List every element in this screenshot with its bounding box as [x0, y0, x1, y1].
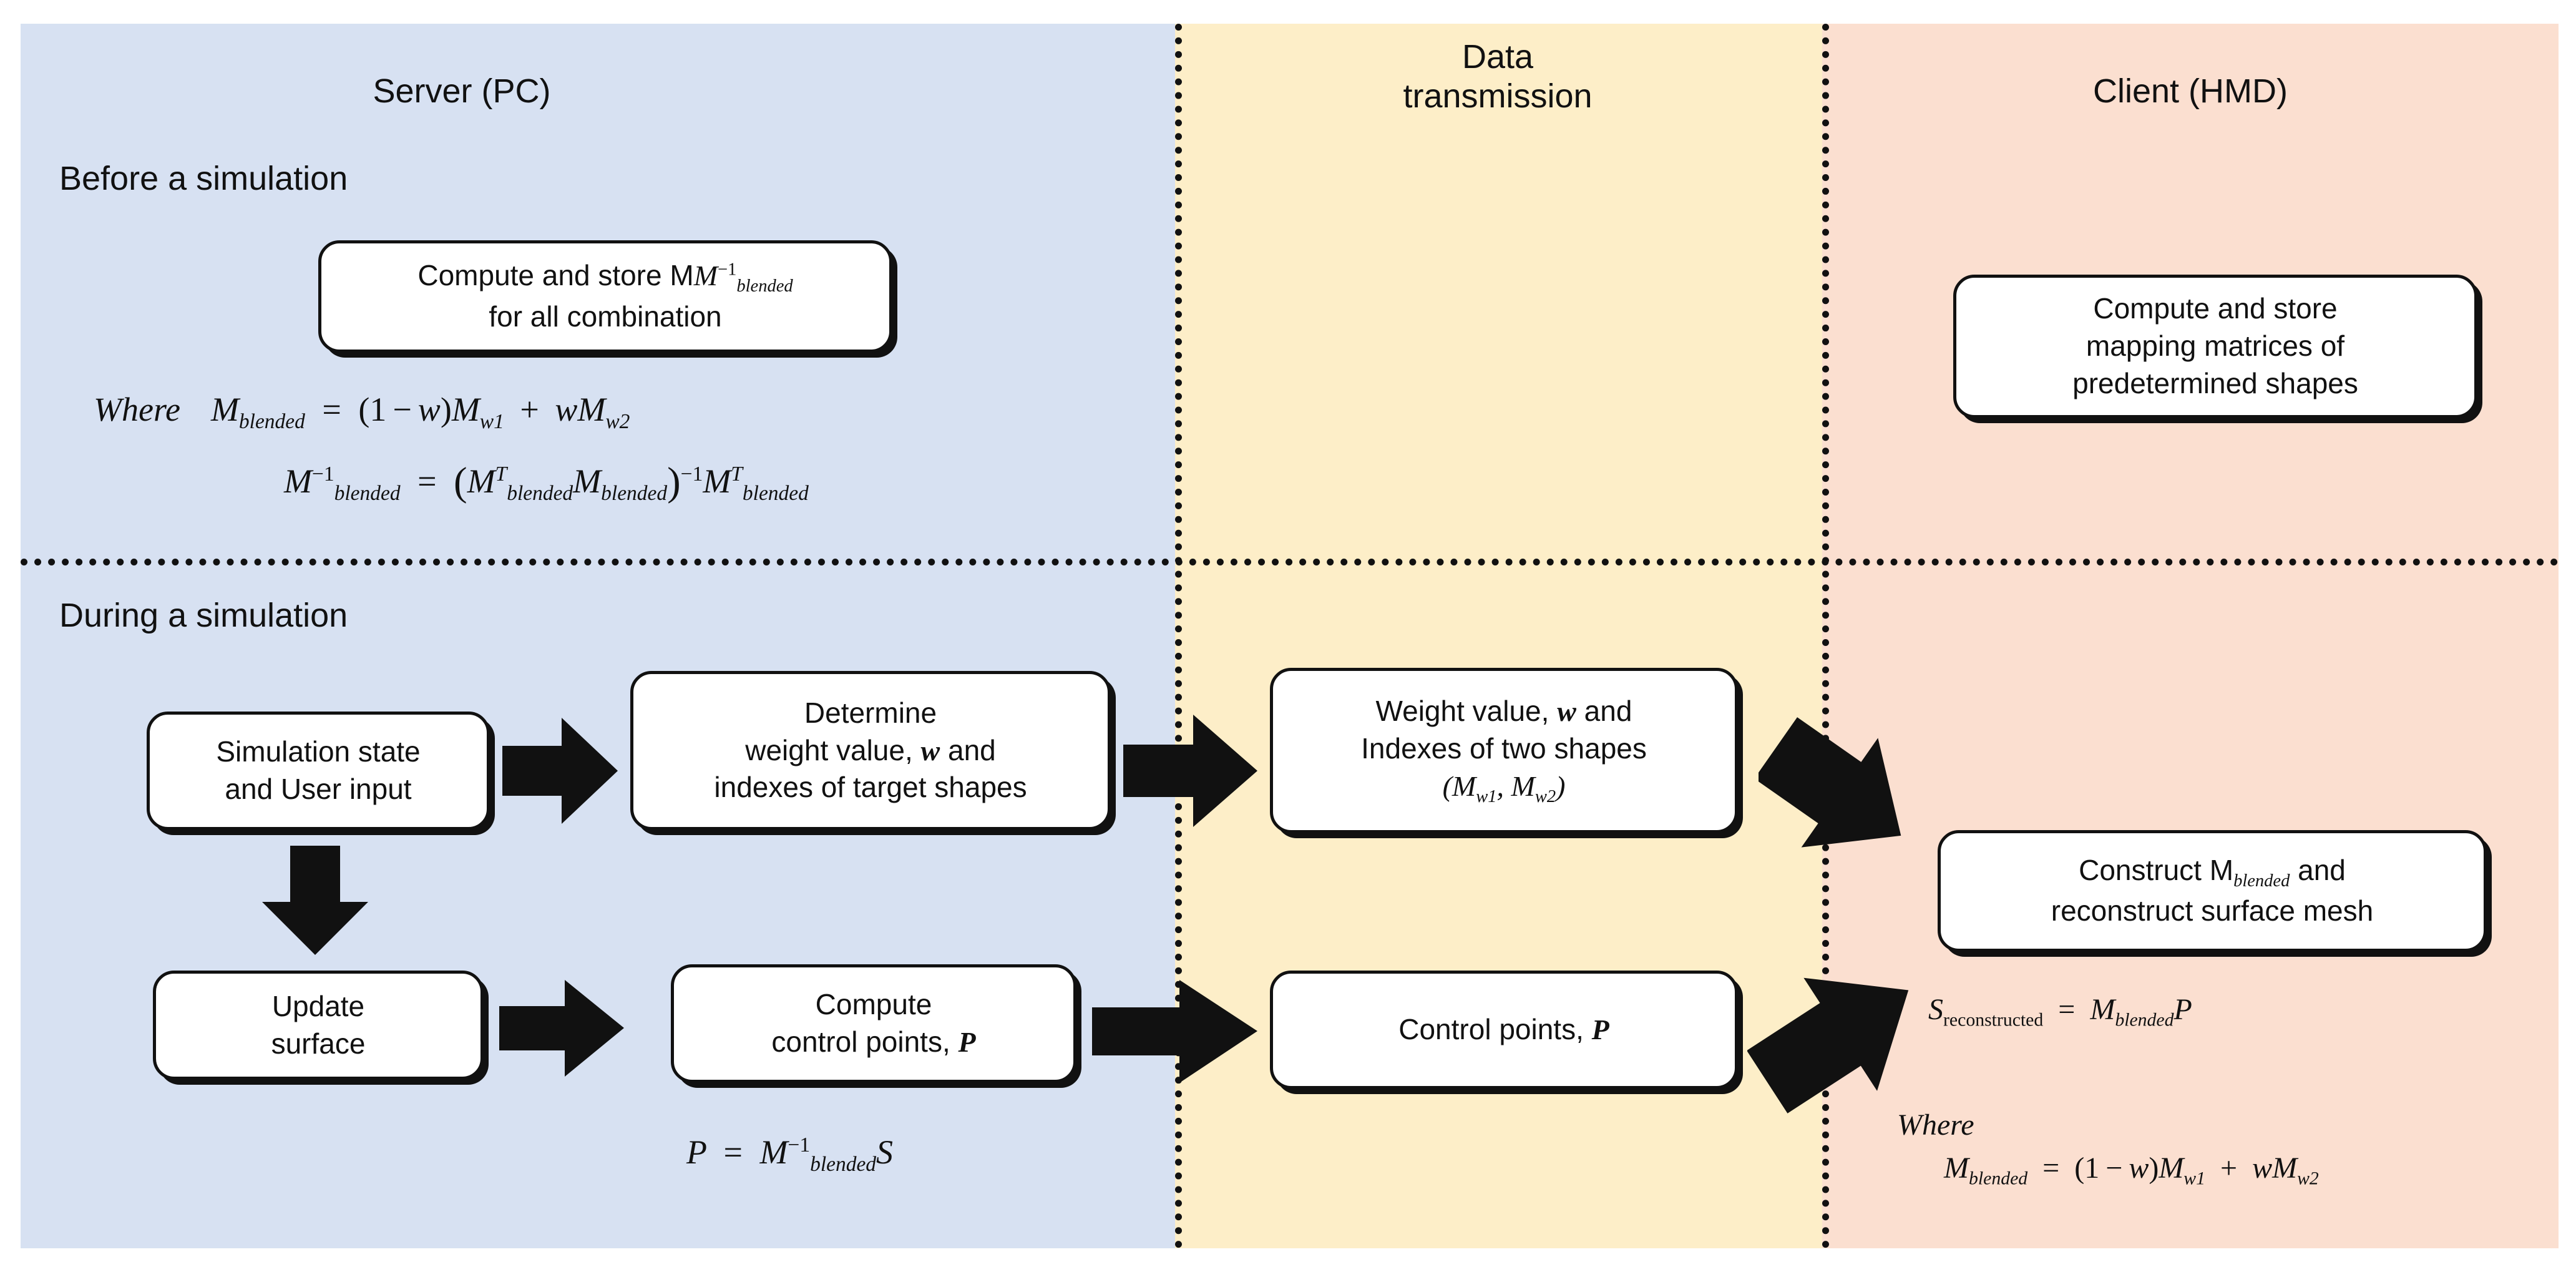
box-compute-cp-line2a: control points, — [771, 1025, 950, 1058]
arrow-weight-to-construct-icon — [1759, 717, 1901, 848]
equation-pseudo-inverse: M−1blended = (MTblendedMblended)−1MTblen… — [284, 459, 809, 505]
box-weight-idx-line1a: Weight value, — [1375, 695, 1549, 728]
box-sim-state-line2: and User input — [225, 773, 412, 805]
box-update-line2: surface — [271, 1027, 366, 1060]
column-title-server: Server (PC) — [373, 72, 551, 110]
equation-blended-definition: Where Mblended = (1−w)Mw1 + wMw2 — [94, 391, 630, 433]
box-determine-weight-and-indexes[interactable]: Determine weight value, w and indexes of… — [630, 671, 1111, 830]
box-compute-control-points[interactable]: Compute control points, P — [671, 964, 1076, 1083]
box-control-pts-line1a: Control points, — [1398, 1013, 1584, 1046]
box-client-precompute-mapping[interactable]: Compute and store mapping matrices of pr… — [1953, 275, 2477, 418]
where-keyword-2: Where — [1897, 1108, 1974, 1142]
section-label-before-simulation: Before a simulation — [59, 160, 348, 197]
column-title-client: Client (HMD) — [2092, 72, 2288, 110]
column-title-data-transmission-line2: transmission — [1403, 77, 1593, 115]
box-determine-line2c: and — [948, 733, 996, 766]
box-weight-idx-line1c: and — [1584, 695, 1632, 728]
box-construct-and-reconstruct[interactable]: Construct Mblended and reconstruct surfa… — [1938, 830, 2487, 952]
box-determine-symbol-w: w — [920, 734, 940, 766]
box-precompute-sup: −1 — [718, 260, 737, 280]
box-update-line1: Update — [271, 989, 365, 1022]
box-weight-idx-symbol-w: w — [1557, 695, 1576, 728]
arrow-control-to-construct-icon — [1747, 977, 1909, 1113]
box-client-precompute-line1: Compute and store — [2093, 292, 2338, 325]
divider-vertical-server-transmission — [1175, 24, 1182, 1248]
arrow-sim-state-to-determine-icon — [502, 718, 618, 824]
equation-reconstruction: Sreconstructed = MblendedP — [1928, 993, 2192, 1030]
column-title-data-transmission-line1: Data — [1461, 38, 1534, 76]
box-compute-cp-symbol-p: P — [958, 1026, 976, 1058]
arrow-update-to-compute-icon — [499, 980, 624, 1077]
box-weight-idx-line2: Indexes of two shapes — [1361, 731, 1647, 765]
box-construct-line1b: and — [2298, 853, 2346, 886]
box-control-points-payload[interactable]: Control points, P — [1270, 971, 1738, 1089]
column-title-data-transmission: Data transmission — [1304, 37, 1691, 115]
equation-control-points: P = M−1blendedS — [686, 1133, 894, 1176]
divider-vertical-transmission-client — [1822, 24, 1829, 1248]
divider-horizontal-phases — [21, 559, 2559, 565]
box-precompute-inverse[interactable]: Compute and store MM−1blended for all co… — [318, 240, 892, 353]
box-construct-line2: reconstruct surface mesh — [2051, 894, 2374, 927]
box-determine-line2a: weight value, — [745, 733, 913, 766]
arrow-compute-to-control-icon — [1092, 980, 1257, 1083]
equation-where-client: Where Mblended = (1−w)Mw1 + wMw2 — [1897, 1108, 2319, 1189]
arrow-sim-state-to-update-icon — [262, 846, 368, 955]
arrow-determine-to-weight-icon — [1123, 715, 1257, 827]
section-label-during-simulation: During a simulation — [59, 597, 348, 634]
box-precompute-sub: blended — [736, 276, 793, 296]
box-precompute-line1: Compute and store M — [417, 259, 694, 292]
box-compute-cp-line1: Compute — [815, 988, 932, 1021]
where-keyword-1: Where — [94, 391, 180, 428]
panel-client — [1822, 24, 2559, 1248]
box-control-pts-symbol-p: P — [1591, 1014, 1609, 1046]
box-client-precompute-line2: mapping matrices of — [2086, 330, 2345, 363]
box-sim-state-line1: Simulation state — [216, 735, 421, 768]
box-weight-and-shape-indexes[interactable]: Weight value, w and Indexes of two shape… — [1270, 668, 1738, 833]
box-precompute-line2: for all combination — [489, 300, 722, 333]
box-construct-line1a: Construct M — [2079, 853, 2234, 886]
box-weight-idx-matrices: (Mw1, Mw2) — [1442, 770, 1566, 806]
box-determine-line1: Determine — [804, 696, 937, 729]
box-construct-sub: blended — [2233, 871, 2290, 891]
box-update-surface[interactable]: Update surface — [153, 971, 484, 1080]
box-determine-line3: indexes of target shapes — [714, 771, 1027, 804]
box-simulation-state-user-input[interactable]: Simulation state and User input — [147, 712, 490, 830]
box-client-precompute-line3: predetermined shapes — [2072, 366, 2358, 399]
